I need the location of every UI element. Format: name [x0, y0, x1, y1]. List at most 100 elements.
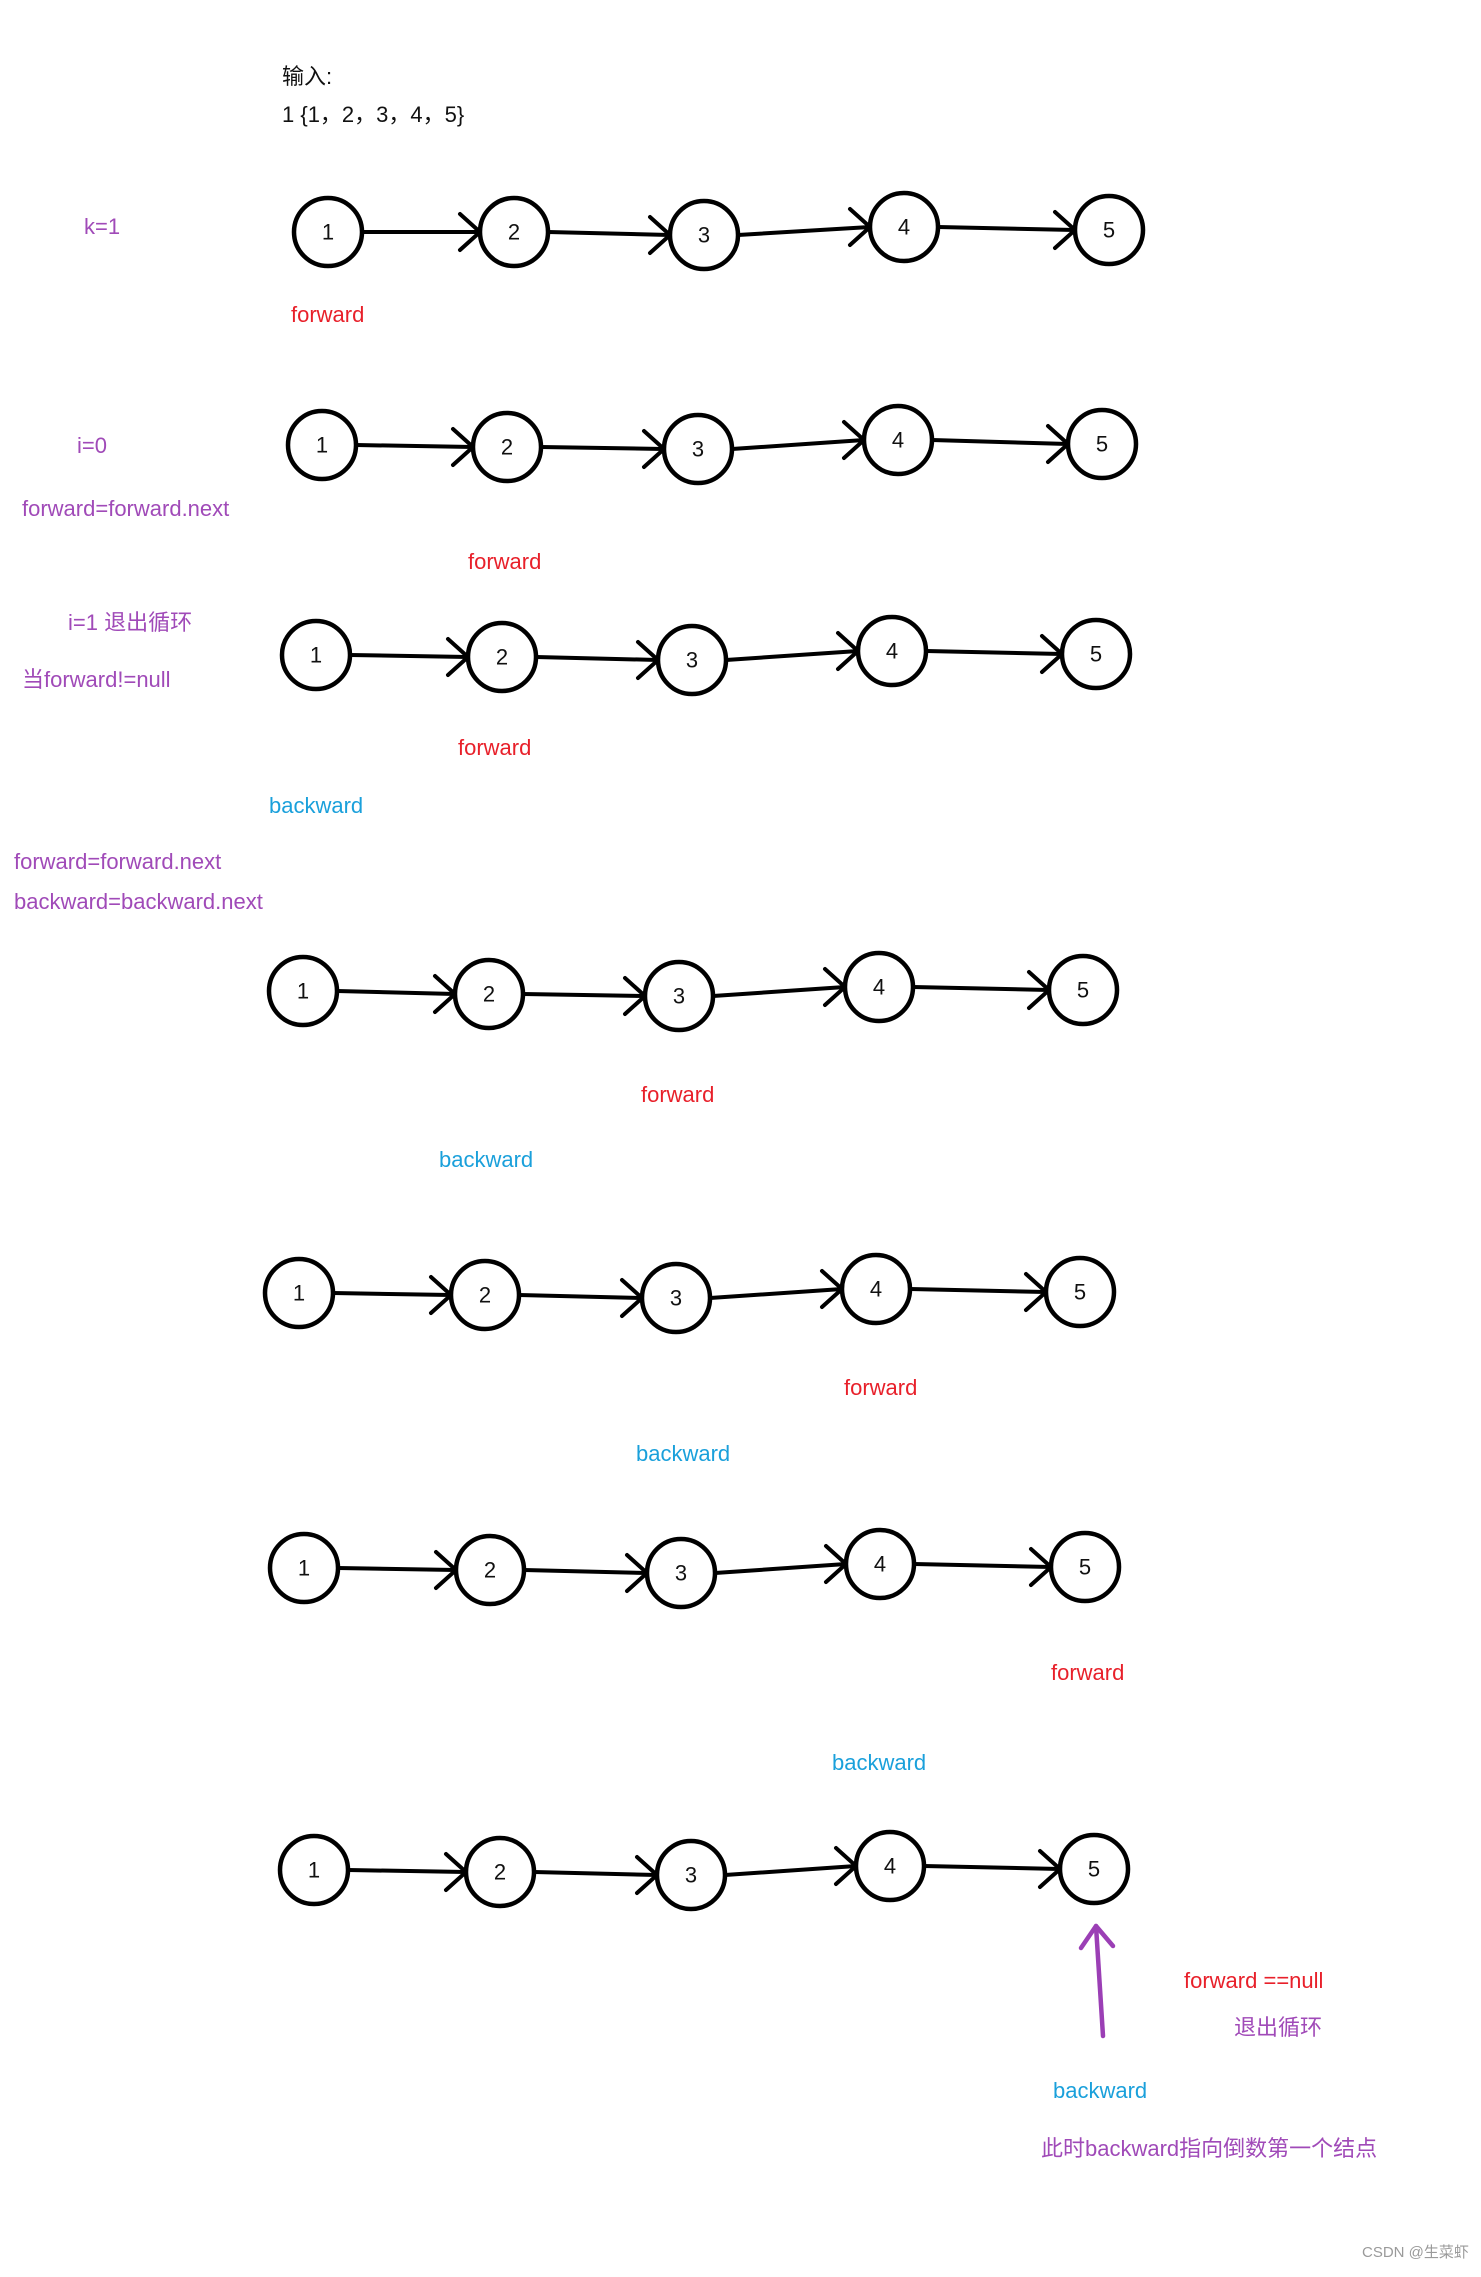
forward-label-4: forward: [641, 1082, 715, 1107]
node-circle: [463, 1835, 537, 1909]
edge-arrow: [711, 985, 847, 998]
node-label: 3: [685, 1863, 697, 1888]
backward-label-5: backward: [636, 1441, 731, 1466]
edge-arrow: [708, 1287, 844, 1300]
node-label: 1: [293, 1281, 305, 1306]
node-circle: [644, 1536, 718, 1610]
edge-arrow: [521, 992, 647, 998]
edge-arrow: [930, 438, 1070, 446]
edge-arrow: [730, 438, 866, 451]
backward-pointer-arrow: [1078, 1923, 1116, 2039]
node-circle: [477, 195, 551, 269]
node-label: 2: [479, 1283, 491, 1308]
node-circle: [1059, 617, 1133, 691]
input-title: 输入:: [282, 64, 333, 89]
node-label: 3: [698, 223, 710, 248]
backward-label-3: backward: [269, 793, 364, 818]
pointer-head: [1078, 1923, 1116, 1951]
node-circle: [855, 614, 929, 688]
node-circle: [267, 1531, 341, 1605]
node-label: 5: [1077, 978, 1089, 1003]
node-label: 4: [884, 1854, 896, 1879]
edge-arrow: [335, 989, 457, 996]
node-circle: [452, 957, 526, 1031]
forward-null-label: forward ==null: [1184, 1968, 1324, 1993]
node-label: 4: [886, 639, 898, 664]
edge-arrow: [354, 443, 475, 449]
edge-arrow: [532, 1870, 659, 1877]
forward-next-label-1: forward=forward.next: [22, 496, 230, 521]
backward-label-4: backward: [439, 1147, 534, 1172]
node-label: 3: [670, 1286, 682, 1311]
node-circle: [642, 959, 716, 1033]
node-circle: [453, 1533, 527, 1607]
node-label: 2: [494, 1860, 506, 1885]
backward-label-6: backward: [832, 1750, 927, 1775]
edge-arrow: [331, 1291, 453, 1297]
node-label: 3: [686, 648, 698, 673]
list-row-7: 1 2 3 4 5: [277, 1829, 1131, 1912]
node-circle: [853, 1829, 927, 1903]
node-label: 2: [484, 1558, 496, 1583]
edge-arrow: [522, 1568, 649, 1575]
forward-label-5: forward: [844, 1375, 918, 1400]
forward-label-2: forward: [468, 549, 542, 574]
node-label: 5: [1088, 1857, 1100, 1882]
node-circle: [867, 190, 941, 264]
pointer-shaft: [1093, 1923, 1106, 2039]
edge-arrow: [912, 1562, 1053, 1569]
node-circle: [262, 1256, 336, 1330]
input-value: 1 {1，2，3，4，5}: [282, 102, 465, 127]
forward-label-1: forward: [291, 302, 365, 327]
edge-arrow: [911, 985, 1051, 992]
node-label: 1: [297, 979, 309, 1004]
node-label: 4: [874, 1552, 886, 1577]
node-circle: [861, 403, 935, 477]
node-label: 3: [692, 437, 704, 462]
edge-arrow: [517, 1293, 644, 1300]
edge-arrow: [348, 653, 470, 659]
edge-arrow: [924, 649, 1064, 656]
watermark: CSDN @生菜虾: [1362, 2244, 1469, 2261]
node-label: 1: [310, 643, 322, 668]
node-circle: [639, 1261, 713, 1335]
node-circle: [1046, 953, 1120, 1027]
backward-label-7: backward: [1053, 2078, 1148, 2103]
node-circle: [843, 1527, 917, 1601]
edge-arrow: [336, 1566, 458, 1572]
node-label: 4: [898, 215, 910, 240]
node-circle: [285, 408, 359, 482]
edge-arrow: [534, 655, 660, 662]
conclusion-label: 此时backward指向倒数第一个结点: [1041, 2136, 1378, 2161]
edge-arrow: [723, 1864, 858, 1877]
edge-arrow: [936, 225, 1077, 232]
node-label: 2: [483, 982, 495, 1007]
node-label: 2: [508, 220, 520, 245]
edge-arrow: [724, 649, 860, 662]
node-circle: [1043, 1255, 1117, 1329]
node-label: 5: [1096, 432, 1108, 457]
node-label: 1: [308, 1858, 320, 1883]
node-label: 2: [501, 435, 513, 460]
edge-arrow: [346, 1868, 468, 1874]
node-label: 4: [873, 975, 885, 1000]
node-label: 5: [1103, 218, 1115, 243]
node-circle: [291, 195, 365, 269]
node-circle: [266, 954, 340, 1028]
edge-arrow: [736, 225, 872, 237]
edge-arrow: [713, 1562, 848, 1575]
node-label: 4: [870, 1277, 882, 1302]
node-circle: [448, 1258, 522, 1332]
node-circle: [839, 1252, 913, 1326]
node-circle: [654, 1838, 728, 1912]
exit-loop-label: 退出循环: [1234, 2015, 1323, 2040]
node-label: 2: [496, 645, 508, 670]
forward-label-6: forward: [1051, 1660, 1125, 1685]
node-circle: [1048, 1530, 1122, 1604]
edge-arrow: [539, 445, 666, 451]
node-label: 1: [316, 433, 328, 458]
